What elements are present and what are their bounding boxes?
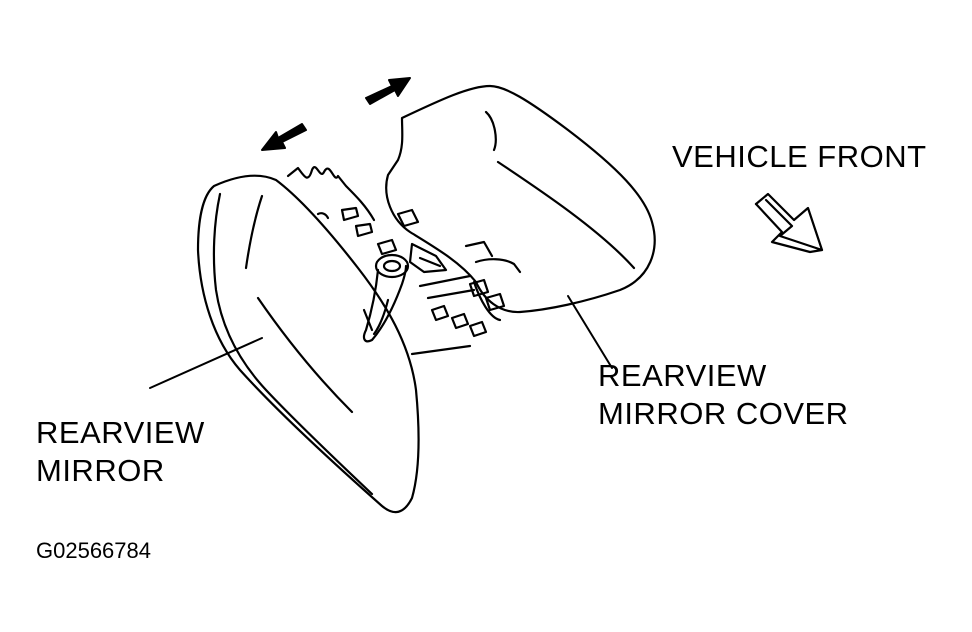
figure-code: G02566784 — [36, 538, 151, 563]
mirror-cover-label-line2: MIRROR COVER — [598, 396, 849, 431]
mirror-bracket-drawing — [286, 166, 502, 356]
mirror-cover-label-line1: REARVIEW — [598, 358, 767, 393]
mirror-label-line2: MIRROR — [36, 453, 165, 488]
mirror-label-line1: REARVIEW — [36, 415, 205, 450]
outline-arrow-icon — [754, 192, 824, 254]
double-arrow-icon — [261, 77, 411, 151]
mirror-cover-drawing — [385, 84, 656, 314]
vehicle-front-label: VEHICLE FRONT — [672, 139, 927, 174]
leader-lines — [149, 295, 613, 389]
rearview-mirror-drawing — [196, 174, 420, 514]
